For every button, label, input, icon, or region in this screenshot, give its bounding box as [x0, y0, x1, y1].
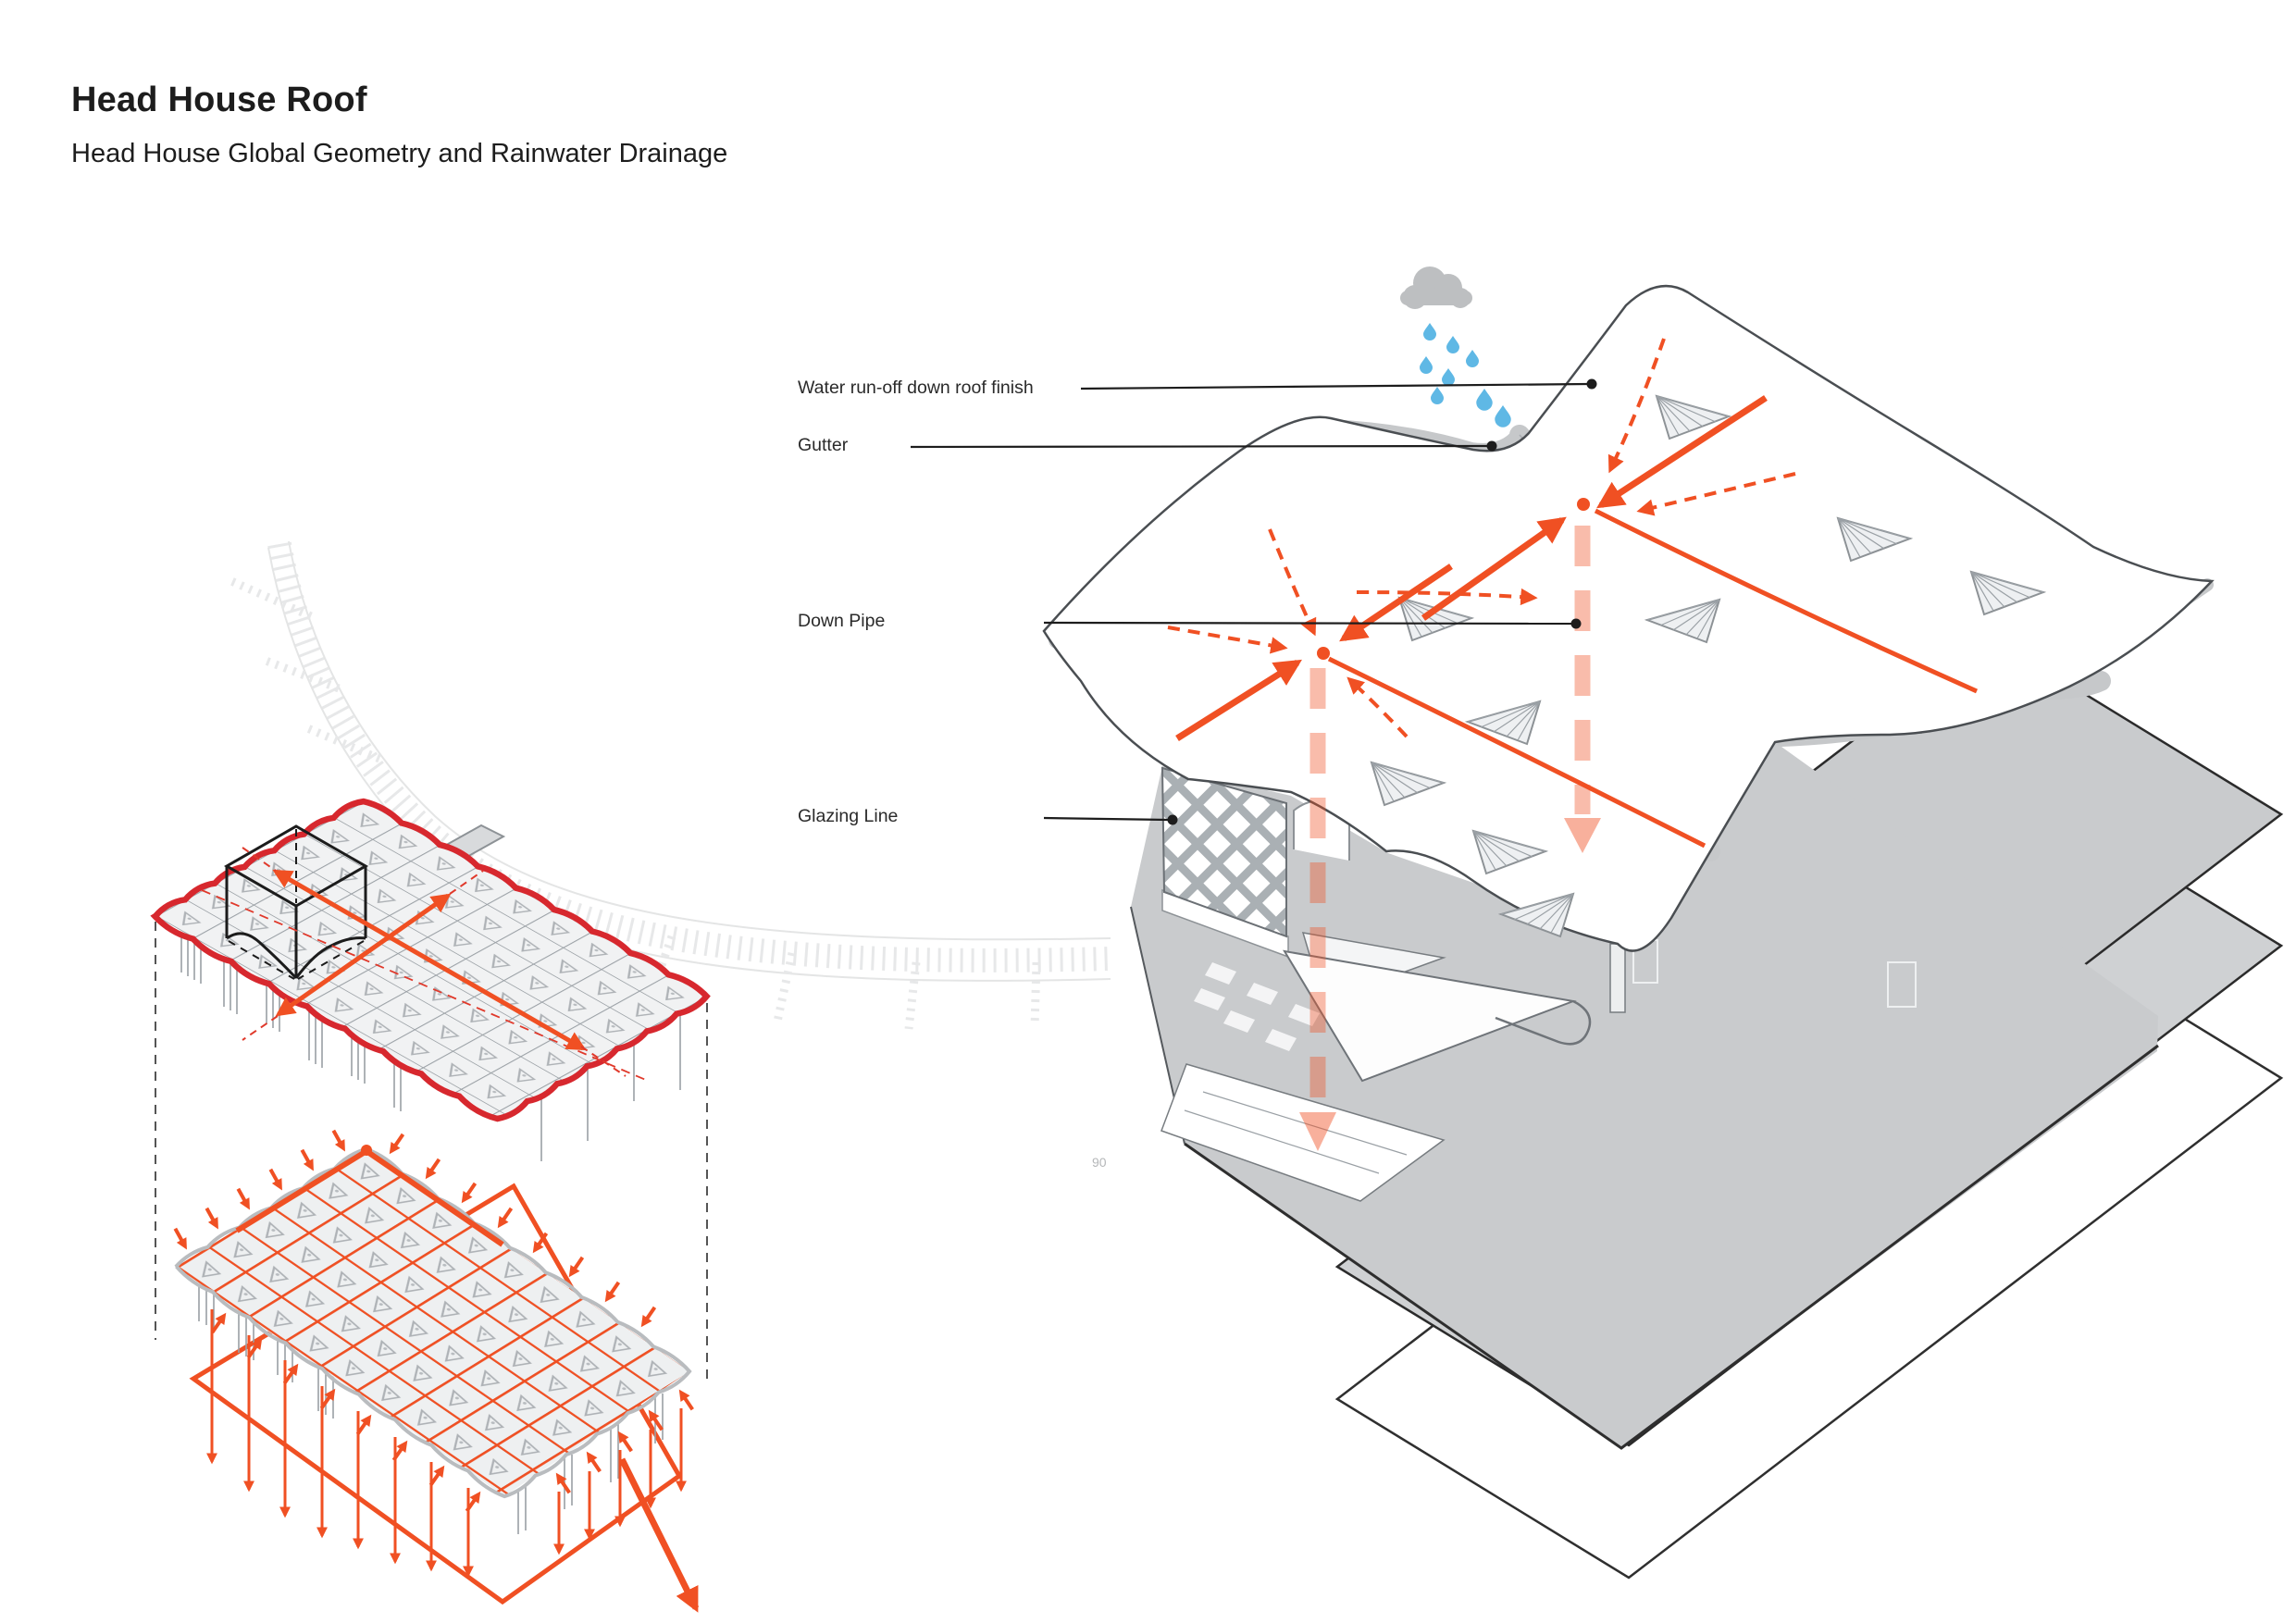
- rain-cloud-icon: [1400, 266, 1472, 309]
- page-corner-mark: 90: [1092, 1155, 1107, 1170]
- light-dapple: [1194, 962, 1320, 1051]
- raindrop-icon: [1420, 323, 1511, 427]
- exploded-upper-roof: [150, 798, 711, 1161]
- annotation-water-runoff: Water run-off down roof finish: [798, 378, 1034, 398]
- roof-drainage-arrows: [1167, 338, 1979, 849]
- handrail-loop: [1495, 999, 1592, 1046]
- gutter-flow-lines: [1327, 508, 1979, 849]
- drainage-exit-arrow: [618, 1457, 700, 1613]
- annotation-down-pipe: Down Pipe: [798, 611, 886, 631]
- exploded-lower-roof: [174, 1145, 692, 1534]
- interior-cutaway: [1160, 667, 1922, 1202]
- head-house-axon: [1042, 266, 2284, 1580]
- escalator-volume: [1283, 949, 1577, 1083]
- downpipe-bands: [1299, 526, 1601, 1151]
- gutter-node: [1577, 498, 1590, 511]
- building-mass: [1131, 742, 2158, 1448]
- geometry-axis-arrows: [201, 847, 649, 1082]
- gutter-flow-arrows-solid: [1175, 395, 1768, 741]
- glazing-wall: [1160, 766, 1350, 938]
- explode-drop-lines: [155, 922, 708, 1384]
- page-title: Head House Roof: [71, 81, 367, 120]
- base-edge: [1184, 1044, 2159, 1450]
- column: [1609, 943, 1626, 1013]
- exploded-roof-axon: [150, 798, 711, 1613]
- gutter-grid-orange: [176, 1149, 689, 1496]
- drainage-drop-arrows: [206, 1309, 687, 1578]
- gutter-node: [1317, 647, 1330, 660]
- annotation-gutter: Gutter: [798, 435, 849, 455]
- page-subtitle: Head House Global Geometry and Rainwater…: [71, 139, 728, 168]
- runoff-arrows-dashed: [1167, 338, 1796, 738]
- door-opening: [1887, 961, 1917, 1008]
- leader-lines: [910, 378, 1597, 825]
- annotation-glazing-line: Glazing Line: [798, 806, 899, 826]
